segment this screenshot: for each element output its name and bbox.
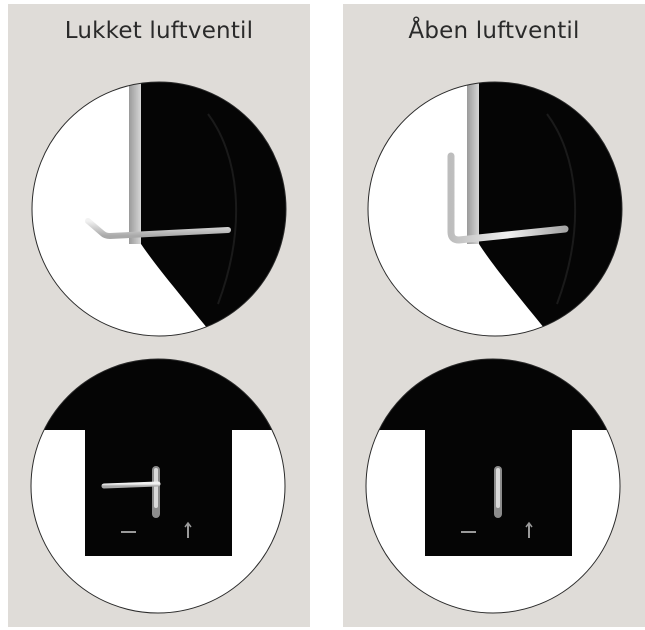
open-valve-panel: Åben luftventil xyxy=(343,4,645,627)
open-valve-front-view xyxy=(343,349,645,613)
closed-valve-panel: Lukket luftventil xyxy=(8,4,310,627)
closed-valve-illustration xyxy=(8,4,310,627)
open-valve-illustration xyxy=(343,4,645,627)
closed-valve-top-view xyxy=(32,74,308,344)
closed-valve-front-view xyxy=(8,349,310,613)
open-valve-top-view xyxy=(368,74,643,344)
